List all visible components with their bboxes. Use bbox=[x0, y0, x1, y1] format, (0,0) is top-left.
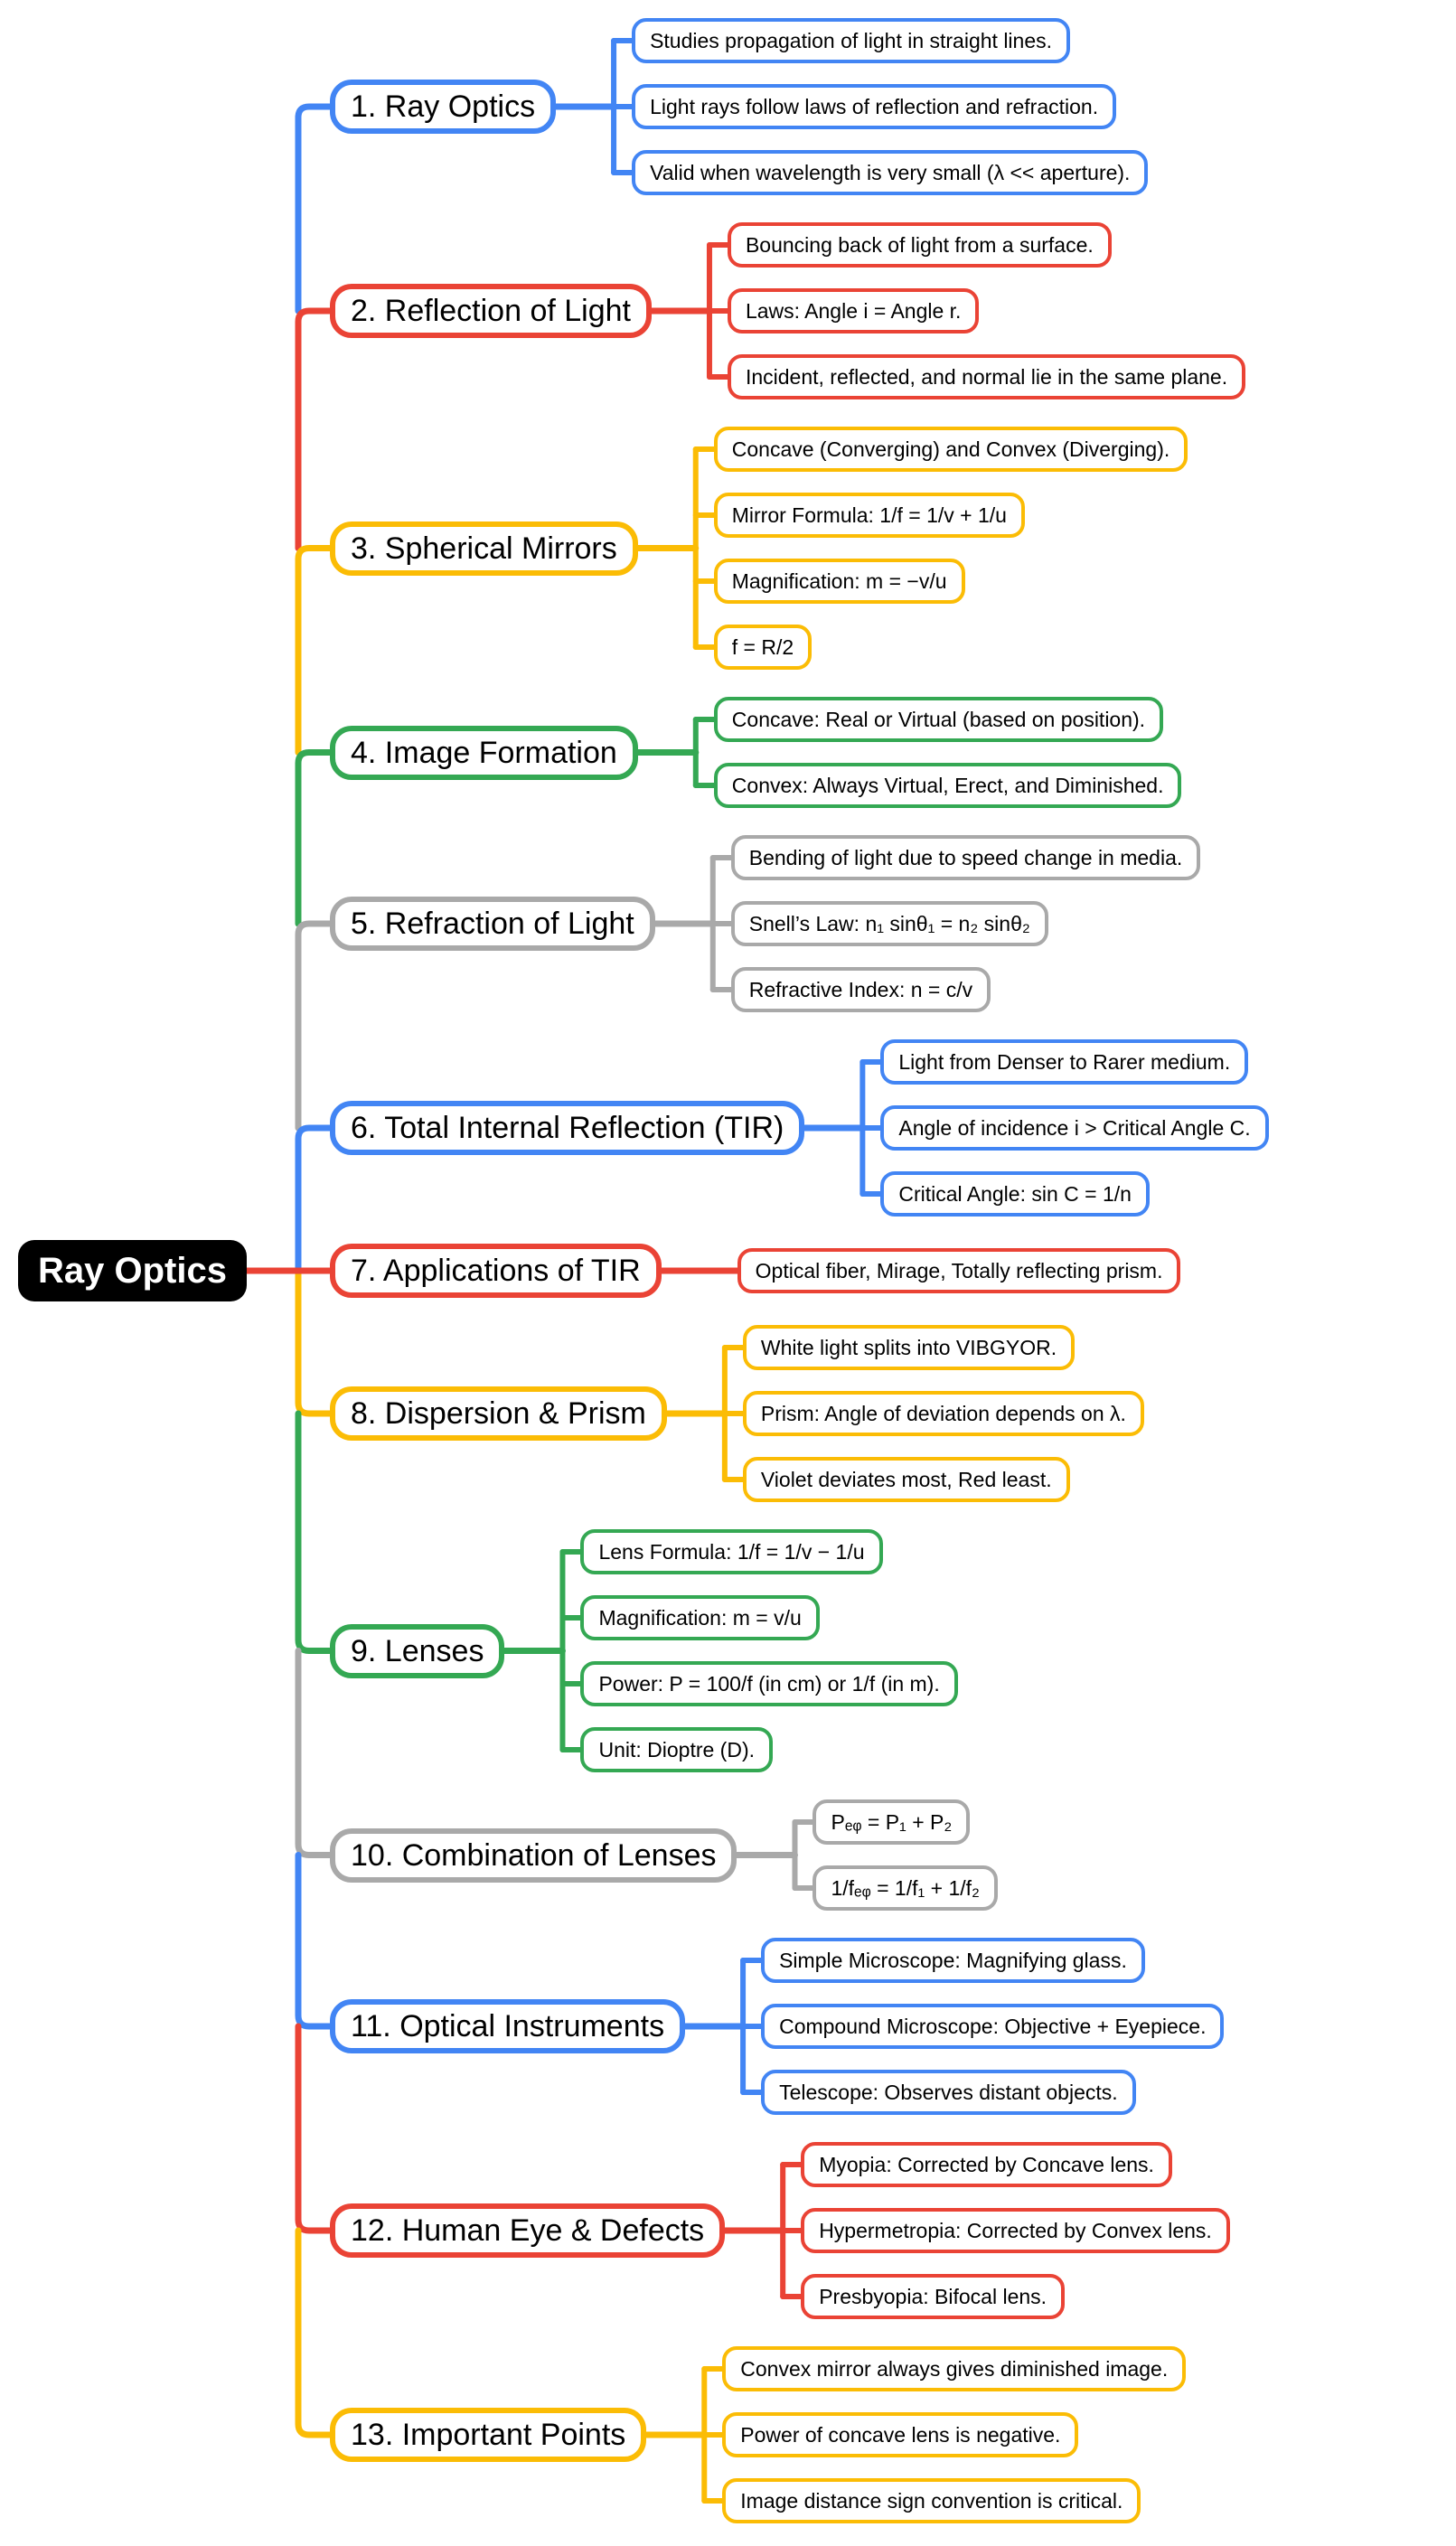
branch-row: 5. Refraction of Light Bending of light … bbox=[330, 835, 1269, 1012]
leaf-node: Laws: Angle i = Angle r. bbox=[727, 288, 980, 334]
branch-row: 6. Total Internal Reflection (TIR) Light… bbox=[330, 1039, 1269, 1217]
branch-node: 8. Dispersion & Prism bbox=[330, 1386, 667, 1441]
leaf-node: Compound Microscope: Objective + Eyepiec… bbox=[761, 2004, 1225, 2049]
branch-row: 4. Image Formation Concave: Real or Virt… bbox=[330, 697, 1269, 808]
leaf-node: White light splits into VIBGYOR. bbox=[742, 1325, 1076, 1370]
branch-node: 7. Applications of TIR bbox=[330, 1244, 662, 1298]
leaf-node: Valid when wavelength is very small (λ <… bbox=[632, 150, 1149, 195]
leaf-node: Critical Angle: sin C = 1/n bbox=[880, 1171, 1150, 1217]
leaf-node: Studies propagation of light in straight… bbox=[632, 18, 1071, 63]
leaf-node: Violet deviates most, Red least. bbox=[742, 1457, 1070, 1502]
leaf-node: Magnification: m = v/u bbox=[580, 1595, 820, 1640]
leaf-group: Myopia: Corrected by Concave lens. Hyper… bbox=[801, 2142, 1230, 2319]
branch-row: 7. Applications of TIR Optical fiber, Mi… bbox=[330, 1244, 1269, 1298]
leaf-group: Pₑᵩ = P₁ + P₂ 1/fₑᵩ = 1/f₁ + 1/f₂ bbox=[813, 1799, 998, 1911]
leaf-node: f = R/2 bbox=[713, 625, 813, 670]
branch-row: 10. Combination of Lenses Pₑᵩ = P₁ + P₂ … bbox=[330, 1799, 1269, 1911]
leaf-group: Convex mirror always gives diminished im… bbox=[722, 2346, 1187, 2523]
leaf-node: Light from Denser to Rarer medium. bbox=[880, 1039, 1249, 1085]
leaf-group: Optical fiber, Mirage, Totally reflectin… bbox=[737, 1248, 1181, 1293]
branch-row: 2. Reflection of Light Bouncing back of … bbox=[330, 222, 1269, 399]
branch-row: 1. Ray Optics Studies propagation of lig… bbox=[330, 18, 1269, 195]
leaf-node: Power of concave lens is negative. bbox=[722, 2412, 1079, 2457]
leaf-group: Concave: Real or Virtual (based on posit… bbox=[713, 697, 1182, 808]
branch-row: 8. Dispersion & Prism White light splits… bbox=[330, 1325, 1269, 1502]
leaf-node: Hypermetropia: Corrected by Convex lens. bbox=[801, 2208, 1230, 2253]
branch-node: 10. Combination of Lenses bbox=[330, 1827, 737, 1883]
branches: 1. Ray Optics Studies propagation of lig… bbox=[330, 18, 1269, 2523]
branch-row: 3. Spherical Mirrors Concave (Converging… bbox=[330, 427, 1269, 670]
leaf-node: Convex: Always Virtual, Erect, and Dimin… bbox=[713, 763, 1182, 808]
leaf-node: Pₑᵩ = P₁ + P₂ bbox=[813, 1799, 971, 1845]
branch-node: 11. Optical Instruments bbox=[330, 1999, 686, 2053]
leaf-node: Mirror Formula: 1/f = 1/v + 1/u bbox=[713, 493, 1025, 538]
leaf-node: Snell’s Law: n₁ sinθ₁ = n₂ sinθ₂ bbox=[730, 901, 1048, 946]
branch-node: 6. Total Internal Reflection (TIR) bbox=[330, 1101, 805, 1155]
branch-row: 13. Important Points Convex mirror alway… bbox=[330, 2346, 1269, 2523]
leaf-node: Magnification: m = −v/u bbox=[713, 559, 965, 604]
leaf-group: Light from Denser to Rarer medium. Angle… bbox=[880, 1039, 1269, 1217]
branch-row: 12. Human Eye & Defects Myopia: Correcte… bbox=[330, 2142, 1269, 2319]
branch-node: 2. Reflection of Light bbox=[330, 284, 652, 338]
leaf-group: Lens Formula: 1/f = 1/v − 1/u Magnificat… bbox=[580, 1529, 958, 1772]
leaf-node: Simple Microscope: Magnifying glass. bbox=[761, 1938, 1145, 1983]
leaf-node: Power: P = 100/f (in cm) or 1/f (in m). bbox=[580, 1661, 958, 1706]
branch-node: 9. Lenses bbox=[330, 1623, 505, 1678]
leaf-node: Prism: Angle of deviation depends on λ. bbox=[742, 1391, 1144, 1436]
branch-node: 1. Ray Optics bbox=[330, 80, 557, 134]
branch-node: 13. Important Points bbox=[330, 2408, 647, 2462]
leaf-group: Bending of light due to speed change in … bbox=[730, 835, 1201, 1012]
leaf-node: Bending of light due to speed change in … bbox=[730, 835, 1201, 880]
leaf-node: Presbyopia: Bifocal lens. bbox=[801, 2274, 1066, 2319]
branch-node: 4. Image Formation bbox=[330, 725, 638, 780]
leaf-node: Angle of incidence i > Critical Angle C. bbox=[880, 1105, 1269, 1151]
leaf-node: Unit: Dioptre (D). bbox=[580, 1727, 773, 1772]
branch-node: 5. Refraction of Light bbox=[330, 897, 655, 951]
leaf-node: Lens Formula: 1/f = 1/v − 1/u bbox=[580, 1529, 883, 1574]
leaf-node: Incident, reflected, and normal lie in t… bbox=[727, 354, 1246, 399]
leaf-node: 1/fₑᵩ = 1/f₁ + 1/f₂ bbox=[813, 1865, 998, 1911]
leaf-node: Convex mirror always gives diminished im… bbox=[722, 2346, 1187, 2391]
leaf-group: Concave (Converging) and Convex (Divergi… bbox=[713, 427, 1188, 670]
branch-node: 12. Human Eye & Defects bbox=[330, 2203, 726, 2258]
branch-row: 11. Optical Instruments Simple Microscop… bbox=[330, 1938, 1269, 2115]
branch-node: 3. Spherical Mirrors bbox=[330, 521, 638, 576]
leaf-node: Optical fiber, Mirage, Totally reflectin… bbox=[737, 1248, 1181, 1293]
branch-row: 9. Lenses Lens Formula: 1/f = 1/v − 1/u … bbox=[330, 1529, 1269, 1772]
central-node: Ray Optics bbox=[18, 1240, 247, 1301]
leaf-node: Myopia: Corrected by Concave lens. bbox=[801, 2142, 1172, 2187]
leaf-node: Light rays follow laws of reflection and… bbox=[632, 84, 1117, 129]
leaf-group: Bouncing back of light from a surface. L… bbox=[727, 222, 1246, 399]
leaf-node: Concave (Converging) and Convex (Divergi… bbox=[713, 427, 1188, 472]
leaf-group: Simple Microscope: Magnifying glass. Com… bbox=[761, 1938, 1225, 2115]
leaf-node: Telescope: Observes distant objects. bbox=[761, 2070, 1136, 2115]
leaf-group: Studies propagation of light in straight… bbox=[632, 18, 1149, 195]
leaf-group: White light splits into VIBGYOR. Prism: … bbox=[742, 1325, 1144, 1502]
leaf-node: Bouncing back of light from a surface. bbox=[727, 222, 1112, 268]
leaf-node: Concave: Real or Virtual (based on posit… bbox=[713, 697, 1164, 742]
leaf-node: Refractive Index: n = c/v bbox=[730, 967, 991, 1012]
leaf-node: Image distance sign convention is critic… bbox=[722, 2478, 1141, 2523]
